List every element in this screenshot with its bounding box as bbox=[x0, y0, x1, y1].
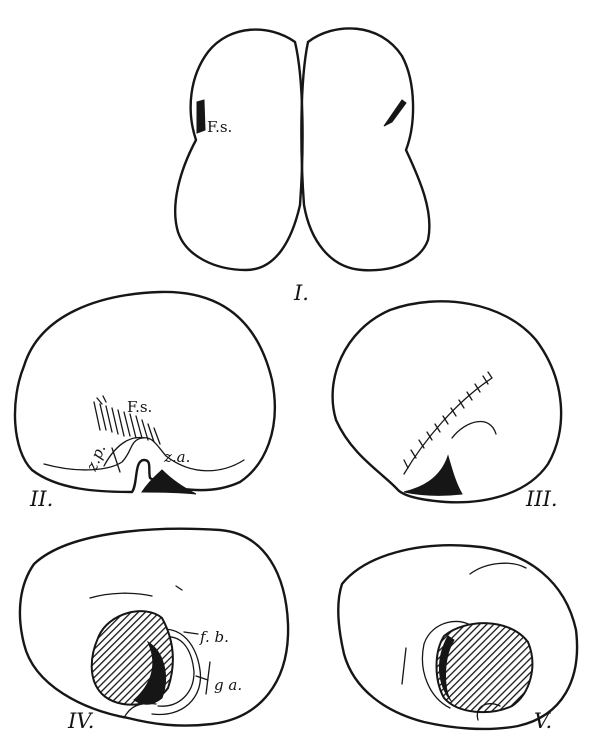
figure-4-stalk bbox=[124, 704, 156, 718]
figure-3-brain-lateral: III. bbox=[333, 301, 562, 511]
figure-3-curve bbox=[452, 422, 496, 438]
figure-5-left-tick bbox=[402, 648, 406, 684]
figure-5-upper-line bbox=[470, 563, 526, 574]
figure-1-numeral: I. bbox=[293, 281, 309, 305]
figure-1-brain-halves: F.s. I. bbox=[175, 28, 429, 305]
figure-2-brain-lateral: F.s. z.p. z.a. II. bbox=[15, 292, 275, 511]
figure-3-ventral-notch bbox=[404, 456, 462, 495]
figure-4-upper-line bbox=[90, 593, 152, 598]
figure-1-left-fissure bbox=[197, 100, 205, 133]
figure-1-left-hemisphere bbox=[175, 30, 302, 270]
figure-5-olfactory-bulb bbox=[437, 623, 533, 712]
figure-2-sylvian-line bbox=[104, 438, 144, 466]
figure-3-numeral: III. bbox=[525, 487, 558, 511]
figure-2-label-fs: F.s. bbox=[127, 398, 152, 416]
figure-2-outline bbox=[15, 292, 275, 492]
figure-2-numeral: II. bbox=[29, 487, 53, 511]
figure-1-right-fissure bbox=[384, 100, 406, 126]
figure-4-pointer-fb bbox=[184, 632, 198, 634]
figure-4-label-ga: g a. bbox=[214, 676, 242, 694]
figure-5-numeral: V. bbox=[534, 709, 552, 733]
figure-2-label-za: z.a. bbox=[163, 448, 190, 466]
figure-1-right-hemisphere bbox=[301, 28, 429, 270]
figure-5-brain-ventral: V. bbox=[338, 545, 577, 733]
figure-4-numeral: IV. bbox=[67, 709, 94, 733]
figure-1-label-fs: F.s. bbox=[207, 118, 232, 136]
figure-4-tick-mark bbox=[176, 586, 182, 590]
figure-4-label-fb: f. b. bbox=[199, 628, 229, 646]
figure-2-pointer-zp bbox=[112, 448, 120, 472]
figure-2-ventral-groove bbox=[44, 438, 244, 471]
figure-4-brain-ventral: f. b. g a. IV. bbox=[20, 529, 288, 733]
